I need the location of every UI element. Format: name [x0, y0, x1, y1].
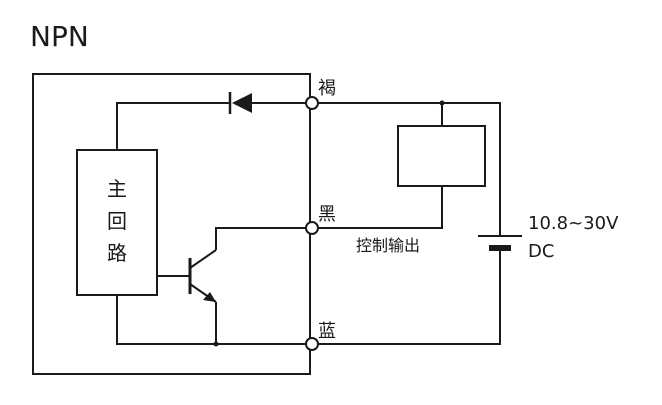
diode-icon [228, 92, 252, 114]
control-output-wire [318, 186, 443, 229]
supply-negative-wire [318, 251, 501, 345]
blue-wire-internal [116, 295, 306, 345]
supply-type-label: DC [528, 241, 554, 262]
load-box [397, 125, 486, 187]
brown-wire-internal [116, 102, 230, 150]
black-terminal-label: 黑 [318, 204, 336, 225]
black-terminal [305, 221, 319, 235]
main-circuit-char-2: 回 [107, 209, 127, 233]
battery-icon [478, 235, 522, 251]
brown-terminal [305, 96, 319, 110]
sensor-housing [32, 73, 311, 375]
control-output-label: 控制输出 [356, 236, 420, 255]
main-circuit-char-1: 主 [107, 177, 127, 201]
npn-transistor-icon [157, 227, 306, 344]
main-circuit-char-3: 路 [107, 241, 127, 265]
supply-voltage-label: 10.8~30V [528, 213, 619, 234]
blue-terminal [305, 337, 319, 351]
supply-positive-wire [318, 102, 501, 236]
junction-dot [213, 341, 219, 347]
brown-terminal-label: 褐 [318, 78, 336, 99]
diagram-title: NPN [30, 20, 89, 53]
blue-terminal-label: 蓝 [318, 321, 336, 342]
